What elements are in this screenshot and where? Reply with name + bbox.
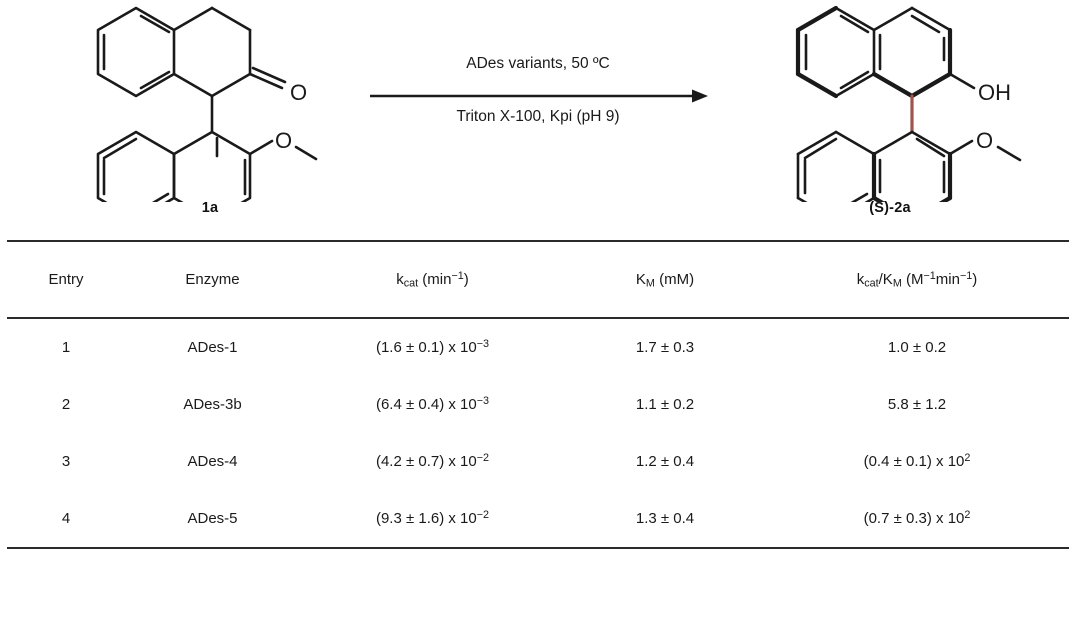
cell-entry: 4 [61, 510, 71, 527]
reaction-conditions-above: ADes variants, 50 ºC [466, 55, 610, 72]
product-label: (S)-2a [869, 200, 911, 216]
table-row: 4 ADes-5 (9.3 ± 1.6) x 10−2 1.3 ± 0.4 (0.7 ±… [7, 490, 1069, 547]
table-rule-bottom [7, 547, 1069, 549]
cell-kcat-km: (0.4 ± 0.1) x 102 [863, 451, 971, 470]
column-header-enzyme: Enzyme [185, 271, 240, 288]
column-header-km: KM (mM) [635, 271, 695, 290]
cell-km: 1.3 ± 0.4 [635, 510, 695, 527]
reaction-scheme: O O 1a ADes variants, 50 ºC Triton X-100… [0, 0, 1080, 236]
carbonyl-oxygen-label: O [290, 80, 307, 105]
product-structure-2a: OH O [760, 2, 1030, 223]
cell-enzyme: ADes-3b [183, 396, 242, 413]
cell-enzyme: ADes-5 [187, 510, 238, 527]
substrate-svg: O O [96, 6, 318, 222]
table-row: 2 ADes-3b (6.4 ± 0.4) x 10−3 1.1 ± 0.2 5.8 ±… [7, 376, 1069, 433]
table-rule-top [7, 240, 1069, 242]
cell-km: 1.7 ± 0.3 [635, 339, 695, 356]
cell-enzyme: ADes-1 [187, 339, 238, 356]
substrate-structure-1a: O O [60, 2, 320, 222]
cell-km: 1.1 ± 0.2 [635, 396, 695, 413]
hydroxyl-label: OH [978, 80, 1011, 105]
reaction-arrow-block: ADes variants, 50 ºC Triton X-100, Kpi (… [368, 55, 708, 145]
column-header-kcat: kcat (min−1) [396, 269, 469, 290]
kinetics-table-grid: Entry Enzyme kcat (min−1) KM (mM) kcat/K… [7, 242, 1069, 317]
cell-kcat: (9.3 ± 1.6) x 10−2 [375, 508, 490, 527]
cell-kcat-km: 5.8 ± 1.2 [887, 396, 947, 413]
table-rule-header [7, 317, 1069, 319]
cell-kcat: (4.2 ± 0.7) x 10−2 [375, 451, 490, 470]
cell-kcat: (1.6 ± 0.1) x 10−3 [375, 337, 490, 356]
column-header-entry: Entry [48, 271, 84, 288]
table-row: 3 ADes-4 (4.2 ± 0.7) x 10−2 1.2 ± 0.4 (0.4 ±… [7, 433, 1069, 490]
cell-kcat-km: 1.0 ± 0.2 [887, 339, 947, 356]
methoxy-oxygen-label: O [275, 128, 292, 153]
kinetics-table-body: 1 ADes-1 (1.6 ± 0.1) x 10−3 1.7 ± 0.3 1.0 ± … [7, 319, 1069, 547]
substrate-label: 1a [201, 200, 219, 216]
kinetics-table: Entry Enzyme kcat (min−1) KM (mM) kcat/K… [7, 240, 1069, 549]
cell-km: 1.2 ± 0.4 [635, 453, 695, 470]
table-header-row: Entry Enzyme kcat (min−1) KM (mM) kcat/K… [7, 242, 1069, 317]
cell-kcat: (6.4 ± 0.4) x 10−3 [375, 394, 490, 413]
cell-entry: 1 [61, 339, 71, 356]
reaction-conditions-below: Triton X-100, Kpi (pH 9) [456, 108, 620, 125]
column-header-kcat-km: kcat/KM (M−1min−1) [856, 269, 978, 290]
methoxy-oxygen-label: O [976, 128, 993, 153]
cell-kcat-km: (0.7 ± 0.3) x 102 [863, 508, 971, 527]
product-svg: OH O [795, 5, 1022, 223]
table-row: 1 ADes-1 (1.6 ± 0.1) x 10−3 1.7 ± 0.3 1.0 ± … [7, 319, 1069, 376]
cell-enzyme: ADes-4 [187, 453, 238, 470]
cell-entry: 3 [61, 453, 71, 470]
reaction-arrow-icon [370, 89, 708, 103]
cell-entry: 2 [61, 396, 71, 413]
